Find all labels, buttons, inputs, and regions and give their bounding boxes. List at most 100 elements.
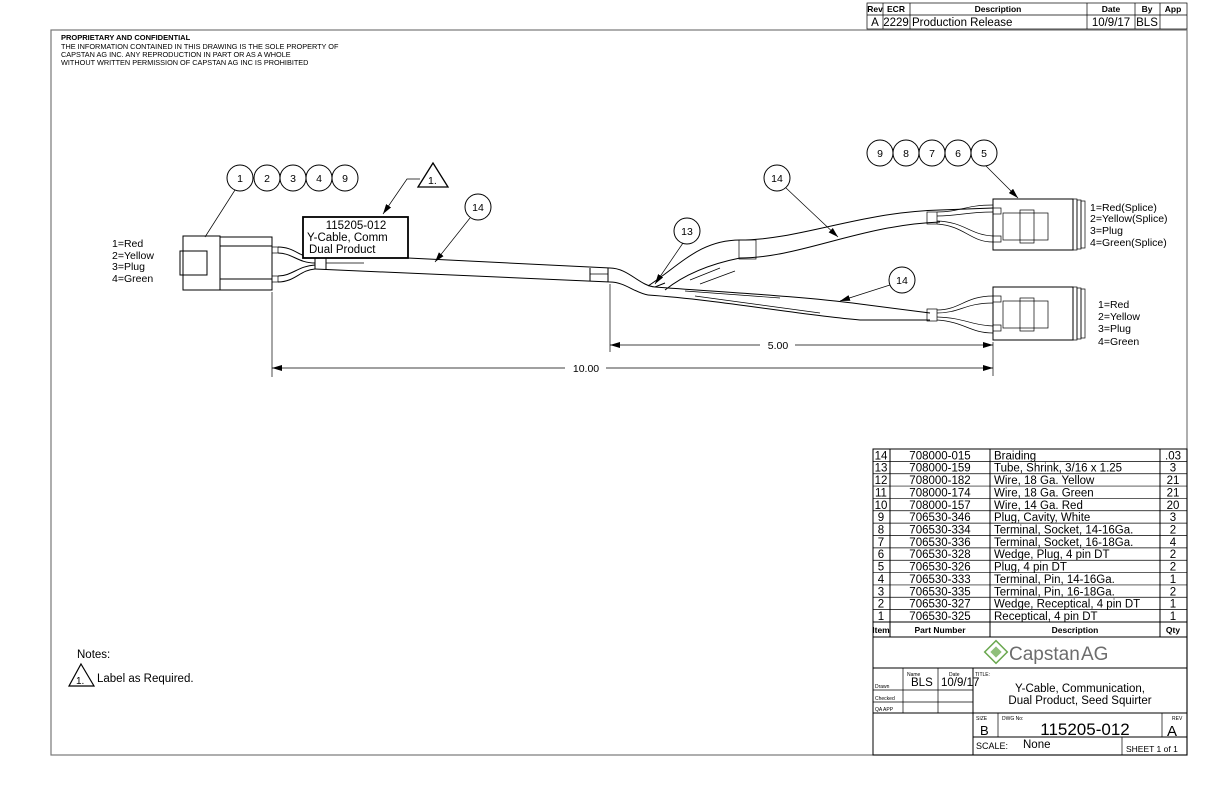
balloon: 9: [877, 148, 883, 160]
pin-label: 4=Green: [1098, 336, 1139, 348]
left-balloons: 1 2 3 4 9: [204, 164, 359, 238]
qa-label: QA APP: [875, 707, 894, 713]
drawing-title-line: Dual Product, Seed Squirter: [1008, 695, 1151, 707]
cable-balloons: 14 13 14 14: [434, 164, 916, 302]
bom-cell-description: Wire, 14 Ga. Red: [994, 500, 1083, 512]
bom-cell-part-number: 708000-174: [909, 487, 971, 499]
bom-cell-description: Wire, 18 Ga. Green: [994, 487, 1094, 499]
description-header: Description: [975, 4, 1022, 14]
drawn-name: BLS: [911, 677, 933, 689]
bom-cell-item: 11: [875, 487, 887, 499]
bom-cell-part-number: 708000-182: [909, 475, 970, 487]
bom-cell-description: Plug, 4 pin DT: [994, 562, 1067, 574]
drawn-date: 10/9/17: [941, 677, 979, 689]
upper-plug-connector: [992, 198, 1086, 251]
bom-cell-part-number: 706530-328: [909, 549, 970, 561]
balloon: 14: [472, 202, 484, 214]
bom-cell-qty: 1: [1170, 574, 1176, 586]
bom-cell-description: Wedge, Receptical, 4 pin DT: [994, 599, 1140, 611]
logo-diamond-icon: [983, 639, 1009, 665]
confidential-line: WITHOUT WRITTEN PERMISSION OF CAPSTAN AG…: [61, 58, 308, 67]
bom-cell-item: 5: [878, 562, 884, 574]
checked-label: Checked: [875, 696, 895, 702]
bom-cell-description: Wire, 18 Ga. Yellow: [994, 475, 1095, 487]
drawing-title-line: Y-Cable, Communication,: [1015, 683, 1145, 695]
bom-cell-part-number: 706530-333: [909, 574, 970, 586]
bom-header-qty: Qty: [1166, 625, 1180, 635]
rev-header: Rev: [867, 4, 883, 14]
dimension-label: 5.00: [768, 340, 789, 352]
pin-label: 1=Red(Splice): [1090, 202, 1157, 214]
name-column-label: Name: [907, 672, 921, 678]
notes-title: Notes:: [77, 649, 110, 661]
scale-value: None: [1023, 739, 1051, 751]
bom-cell-item: 13: [875, 463, 888, 475]
cable-label-box: 115205-012 Y-Cable, Comm Dual Product: [302, 216, 409, 259]
logo-text-accent: AG: [1081, 644, 1108, 665]
pin-label: 1=Red: [112, 238, 143, 250]
pin-label: 3=Plug: [112, 261, 145, 273]
size-label: SIZE: [976, 716, 988, 722]
bom-cell-description: Braiding: [994, 450, 1036, 462]
drawing-frame: [50, 29, 1188, 756]
bom-cell-item: 14: [875, 450, 888, 462]
note-text: Label as Required.: [97, 673, 194, 685]
sheet-number: SHEET 1 of 1: [1126, 744, 1178, 754]
bom-header-part-number: Part Number: [914, 625, 966, 635]
title-block: Capstan AG Name Date Drawn Checked QA AP…: [873, 639, 1187, 755]
bom-cell-description: Terminal, Pin, 14-16Ga.: [994, 574, 1115, 586]
notes: Notes: 1. Label as Required.: [67, 649, 194, 687]
balloon: 13: [681, 226, 693, 238]
balloon: 2: [264, 173, 270, 185]
left-receptacle-connector: [179, 235, 364, 291]
bom-cell-item: 4: [878, 574, 885, 586]
dimension-label: 10.00: [573, 363, 599, 375]
bom-cell-part-number: 708000-159: [909, 463, 970, 475]
bom-cell-description: Terminal, Pin, 16-18Ga.: [994, 586, 1115, 598]
lower-plug-connector: [992, 286, 1086, 341]
revision-table: Rev ECR Description Date By App A 2229 P…: [866, 2, 1188, 30]
rev-date: 10/9/17: [1092, 17, 1130, 29]
bom-cell-qty: 2: [1170, 586, 1176, 598]
ecr-header: ECR: [887, 4, 905, 14]
bom-cell-item: 9: [878, 512, 884, 524]
note-flag-number: 1.: [76, 676, 84, 687]
bom-cell-qty: 21: [1167, 487, 1180, 499]
dimension-5: 5.00: [609, 284, 994, 376]
rev-description: Production Release: [912, 17, 1012, 29]
bom-cell-qty: 1: [1170, 611, 1176, 623]
label-line: Dual Product: [309, 244, 376, 256]
note-flag-number: 1.: [428, 175, 437, 187]
bom-cell-item: 8: [878, 525, 884, 537]
bom-cell-description: Terminal, Socket, 14-16Ga.: [994, 525, 1133, 537]
bom-cell-part-number: 706530-334: [909, 525, 971, 537]
drawn-label: Drawn: [875, 684, 890, 690]
pin-label: 4=Green(Splice): [1090, 237, 1167, 249]
bom-header-description: Description: [1052, 625, 1099, 635]
title-label: TITLE:: [975, 672, 990, 678]
bom-cell-qty: 3: [1170, 512, 1176, 524]
rev-by: BLS: [1136, 17, 1158, 29]
bom-cell-qty: .03: [1165, 450, 1181, 462]
bom-cell-part-number: 708000-015: [909, 450, 970, 462]
bom-cell-part-number: 706530-326: [909, 562, 970, 574]
upper-pinout: 1=Red(Splice) 2=Yellow(Splice) 3=Plug 4=…: [1090, 202, 1168, 249]
bom-cell-description: Wedge, Plug, 4 pin DT: [994, 549, 1110, 561]
rev-value: A: [1167, 723, 1177, 740]
bom-cell-item: 3: [878, 586, 884, 598]
pin-label: 2=Yellow(Splice): [1090, 213, 1168, 225]
confidential-line: THE INFORMATION CONTAINED IN THIS DRAWIN…: [61, 42, 339, 51]
bom-cell-qty: 2: [1170, 562, 1176, 574]
lower-pinout: 1=Red 2=Yellow 3=Plug 4=Green: [1098, 299, 1140, 348]
confidential-title: PROPRIETARY AND CONFIDENTIAL: [61, 33, 191, 42]
note-flag-1: 1.: [382, 161, 450, 215]
lower-branch-cable: [647, 286, 994, 334]
capstan-ag-logo: Capstan AG: [983, 639, 1108, 665]
pin-label: 3=Plug: [1090, 225, 1123, 237]
bom-cell-qty: 20: [1167, 500, 1180, 512]
balloon: 14: [771, 173, 783, 185]
pin-label: 1=Red: [1098, 299, 1129, 311]
bom-header-item: Item: [872, 625, 890, 635]
balloon: 9: [342, 173, 348, 185]
